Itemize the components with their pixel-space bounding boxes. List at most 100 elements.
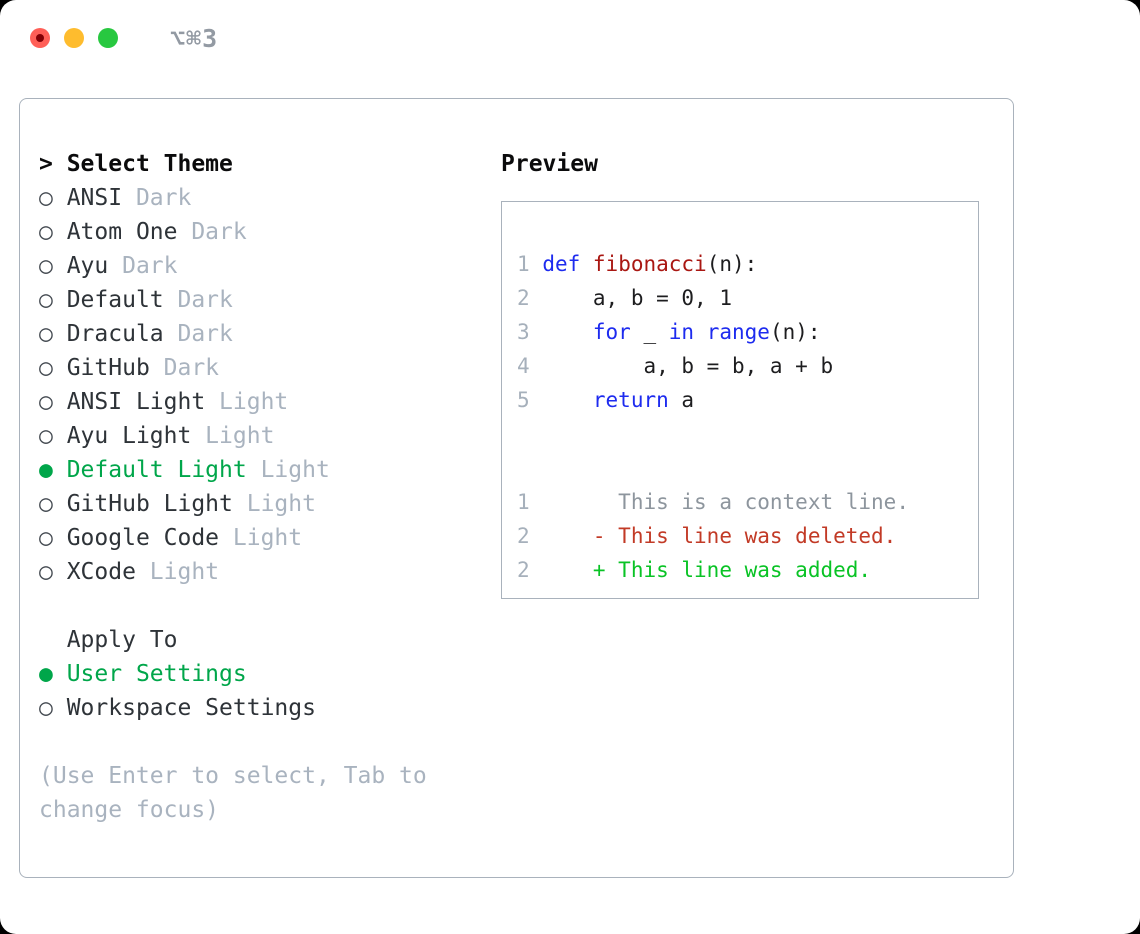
radio-unselected-icon: ○: [39, 491, 67, 517]
theme-option[interactable]: ● Default Light Light: [39, 453, 427, 487]
radio-unselected-icon: ○: [39, 185, 67, 211]
apply-to-option[interactable]: ● User Settings: [39, 657, 427, 691]
code-token: a: [668, 388, 695, 412]
code-token: def: [542, 252, 581, 276]
radio-unselected-icon: ○: [39, 287, 67, 313]
theme-option[interactable]: ○ XCode Light: [39, 555, 427, 589]
radio-unselected-icon: ○: [39, 253, 67, 279]
line-number: 5: [517, 388, 530, 412]
theme-option-label: Ayu Light: [66, 423, 192, 449]
theme-option-label: Atom One: [66, 219, 178, 245]
theme-option[interactable]: ○ GitHub Dark: [39, 351, 427, 385]
radio-unselected-icon: ○: [39, 219, 67, 245]
line-number: 1: [517, 252, 530, 276]
theme-list-heading-label: Select Theme: [66, 151, 233, 177]
theme-option-label: Ayu: [66, 253, 109, 279]
theme-option[interactable]: ○ ANSI Light Light: [39, 385, 427, 419]
theme-option-label: GitHub Light: [66, 491, 233, 517]
code-token: a, b = b, a + b: [542, 354, 834, 378]
line-number: 3: [517, 320, 530, 344]
indent: [39, 627, 67, 653]
code-line: 5 return a: [517, 383, 978, 417]
theme-variant-label: Light: [219, 525, 303, 551]
theme-list-heading: > Select Theme: [39, 147, 427, 181]
theme-option-label: ANSI Light: [66, 389, 206, 415]
titlebar: ⌥⌘3: [0, 0, 1140, 97]
radio-unselected-icon: ○: [39, 389, 67, 415]
blank-line: [517, 417, 978, 451]
diff-line-text: This line was added.: [618, 558, 872, 582]
apply-to-option-label: User Settings: [66, 661, 247, 687]
code-token: range: [706, 320, 770, 344]
spacer-row: [39, 589, 427, 623]
radio-selected-icon: ●: [39, 457, 67, 483]
line-number: 2: [517, 524, 530, 548]
theme-variant-label: Light: [246, 457, 330, 483]
line-number: 2: [517, 286, 530, 310]
theme-variant-label: Dark: [163, 287, 233, 313]
apply-to-heading: Apply To: [39, 623, 427, 657]
theme-variant-label: Light: [232, 491, 316, 517]
apply-to-option[interactable]: ○ Workspace Settings: [39, 691, 427, 725]
radio-selected-icon: ●: [39, 661, 67, 687]
theme-variant-label: Light: [205, 389, 289, 415]
theme-variant-label: Light: [191, 423, 275, 449]
apply-to-heading-label: Apply To: [66, 627, 178, 653]
line-number: 1: [517, 490, 530, 514]
code-line: 3 for _ in range(n):: [517, 315, 978, 349]
close-button[interactable]: [30, 28, 50, 48]
theme-option[interactable]: ○ Ayu Dark: [39, 249, 427, 283]
theme-option[interactable]: ○ ANSI Dark: [39, 181, 427, 215]
theme-variant-label: Light: [135, 559, 220, 585]
code-token: in: [668, 320, 695, 344]
diff-minus-icon: -: [592, 524, 619, 548]
radio-unselected-icon: ○: [39, 355, 67, 381]
theme-variant-label: Dark: [122, 185, 192, 211]
code-token: (n):: [769, 320, 821, 344]
theme-variant-label: Dark: [177, 219, 247, 245]
code-token: return: [592, 388, 669, 412]
code-token: [542, 320, 593, 344]
radio-unselected-icon: ○: [39, 559, 67, 585]
code-token: [694, 320, 707, 344]
theme-option[interactable]: ○ GitHub Light Light: [39, 487, 427, 521]
theme-option-label: ANSI: [66, 185, 123, 211]
code-token: [542, 388, 593, 412]
diff-line-added: 2 + This line was added.: [517, 553, 978, 587]
main-panel: > Select Theme○ ANSI Dark○ Atom One Dark…: [19, 98, 1014, 878]
theme-variant-label: Dark: [108, 253, 178, 279]
theme-option-label: Default Light: [66, 457, 247, 483]
line-number: 2: [517, 558, 530, 582]
diff-context-gap: [593, 490, 618, 514]
code-line: 2 a, b = 0, 1: [517, 281, 978, 315]
focus-caret-icon: >: [39, 151, 67, 177]
code-line: 4 a, b = b, a + b: [517, 349, 978, 383]
radio-unselected-icon: ○: [39, 695, 67, 721]
window-title: ⌥⌘3: [170, 24, 219, 53]
code-token: [580, 252, 593, 276]
theme-option[interactable]: ○ Default Dark: [39, 283, 427, 317]
theme-option[interactable]: ○ Dracula Dark: [39, 317, 427, 351]
code-token: (n):: [706, 252, 758, 276]
apply-to-option-label: Workspace Settings: [66, 695, 316, 721]
theme-option[interactable]: ○ Atom One Dark: [39, 215, 427, 249]
help-text-line: (Use Enter to select, Tab to: [39, 763, 427, 789]
diff-line-context: 1 This is a context line.: [517, 485, 978, 519]
theme-option[interactable]: ○ Google Code Light: [39, 521, 427, 555]
theme-option[interactable]: ○ Ayu Light Light: [39, 419, 427, 453]
line-number: 4: [517, 354, 530, 378]
radio-unselected-icon: ○: [39, 423, 67, 449]
code-token: a, b = 0, 1: [542, 286, 732, 310]
diff-plus-icon: +: [592, 558, 619, 582]
maximize-button[interactable]: [98, 28, 118, 48]
theme-option-label: GitHub: [66, 355, 150, 381]
radio-unselected-icon: ○: [39, 321, 67, 347]
blank-line: [517, 451, 978, 485]
diff-line-deleted: 2 - This line was deleted.: [517, 519, 978, 553]
theme-option-label: Google Code: [66, 525, 220, 551]
diff-line-text: This is a context line.: [618, 490, 909, 514]
minimize-button[interactable]: [64, 28, 84, 48]
code-token: for: [592, 320, 631, 344]
spacer-row: [39, 725, 427, 759]
